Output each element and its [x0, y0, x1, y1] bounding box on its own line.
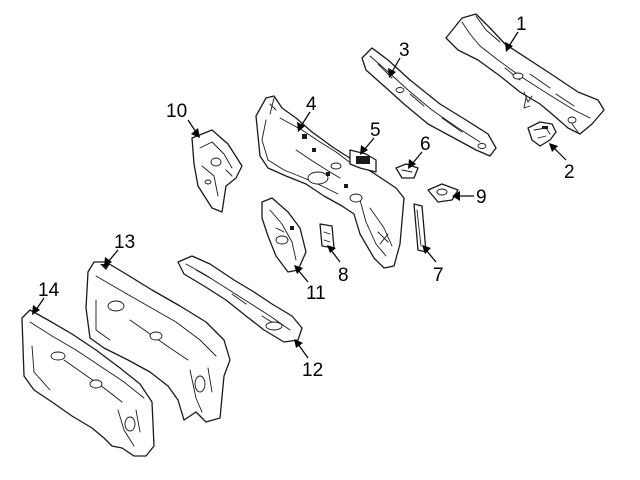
callout-label-3: 3	[399, 40, 410, 61]
callout-14: 14	[32, 280, 60, 315]
callout-4: 4	[297, 94, 317, 132]
callout-10: 10	[166, 101, 200, 138]
callout-label-11: 11	[306, 283, 326, 304]
part-12-reinforcement	[177, 255, 303, 343]
callout-label-9: 9	[476, 187, 487, 208]
callout-6: 6	[408, 134, 431, 169]
part-5-pad	[349, 149, 377, 173]
callout-12: 12	[294, 339, 323, 381]
callout-label-2: 2	[564, 162, 575, 183]
callout-label-7: 7	[433, 265, 444, 286]
callout-label-1: 1	[516, 14, 527, 35]
part-6-plate	[395, 163, 419, 179]
callout-5: 5	[360, 120, 381, 155]
callout-3: 3	[388, 40, 410, 78]
part-10-side-insulator	[191, 129, 243, 213]
callout-13: 13	[104, 232, 135, 267]
callout-label-4: 4	[306, 94, 317, 115]
callout-label-14: 14	[38, 280, 60, 301]
callout-9: 9	[452, 187, 487, 208]
part-1-cowl-panel	[445, 13, 605, 135]
callout-8: 8	[327, 245, 349, 286]
callout-label-12: 12	[302, 360, 323, 381]
part-13-front-dash-insulator	[85, 261, 231, 423]
callout-label-5: 5	[370, 120, 381, 141]
part-8-insulator	[319, 223, 335, 249]
part-3-cowl-crossmember	[361, 47, 497, 157]
part-11-inner-insulator	[261, 197, 307, 273]
callout-1: 1	[505, 14, 527, 52]
callout-2: 2	[549, 143, 575, 183]
part-2-bracket	[527, 121, 557, 147]
callout-7: 7	[422, 245, 444, 286]
callout-label-13: 13	[114, 232, 135, 253]
callout-11: 11	[294, 265, 326, 304]
part-14-rear-dash-insulator	[21, 309, 155, 457]
callout-label-8: 8	[338, 265, 349, 286]
callout-label-10: 10	[166, 101, 187, 122]
callout-label-6: 6	[420, 134, 431, 155]
part-7-strip	[413, 203, 427, 253]
part-9-bracket-plate	[427, 183, 459, 203]
part-4-dash-panel	[255, 95, 405, 269]
